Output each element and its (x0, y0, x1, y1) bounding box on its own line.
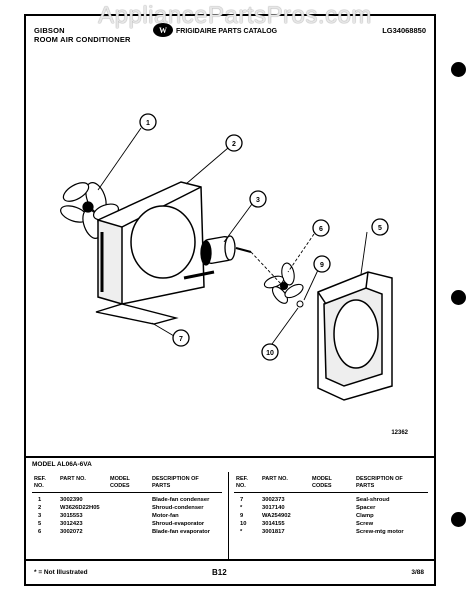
catalog-number: LG34068850 (382, 26, 426, 35)
svg-text:3: 3 (256, 197, 260, 204)
revision-date: 3/88 (411, 569, 424, 576)
model-line: MODEL AL06A-6VA (32, 461, 92, 468)
fan-motor-illustration (183, 235, 252, 280)
row-ref: 1 (38, 497, 42, 503)
brand-name: GIBSON (34, 26, 65, 35)
row-desc: Screw-mtg motor (356, 529, 404, 535)
col-header-ref: REF. NO. (34, 476, 46, 489)
row-ref: 9 (240, 513, 244, 519)
evaporator-fan-blade-illustration (263, 262, 304, 304)
row-part: 3002373 (262, 497, 285, 503)
row-part: 3017140 (262, 505, 285, 511)
col-header-desc: DESCRIPTION OF PARTS (152, 476, 199, 489)
row-part: 3014155 (262, 521, 285, 527)
svg-text:10: 10 (266, 350, 274, 357)
svg-text:7: 7 (179, 336, 183, 343)
row-ref: 3 (38, 513, 42, 519)
row-part: 3001817 (262, 529, 285, 535)
condenser-shroud-illustration (97, 181, 205, 305)
row-ref: 6 (38, 529, 42, 535)
evaporator-shroud-illustration (317, 271, 393, 401)
row-part: 3002072 (60, 529, 83, 535)
row-ref: 10 (240, 521, 247, 527)
row-part: 3015553 (60, 513, 83, 519)
column-divider (228, 472, 229, 560)
row-desc: Shroud-evaporator (152, 521, 205, 527)
row-part: WA254902 (262, 513, 291, 519)
parts-list-table: MODEL AL06A-6VA REF. NO. PART NO. MODEL … (26, 456, 434, 561)
col-header-part-right: PART NO. (262, 476, 288, 482)
callout-7: 7 (172, 329, 190, 347)
product-name: ROOM AIR CONDITIONER (34, 35, 131, 44)
binder-hole-top (451, 62, 466, 77)
header-rule-left (32, 492, 222, 493)
row-desc: Clamp (356, 513, 374, 519)
brand-logo-icon: W (153, 23, 173, 37)
callout-9: 9 (313, 255, 331, 273)
row-desc: Screw (356, 521, 374, 527)
row-desc: Spacer (356, 505, 376, 511)
callout-6: 6 (312, 219, 330, 237)
row-ref: 5 (38, 521, 42, 527)
binder-hole-bottom (451, 512, 466, 527)
header-rule-right (234, 492, 428, 493)
svg-text:W: W (159, 26, 167, 35)
binder-hole-middle (451, 290, 466, 305)
callout-2: 2 (225, 134, 243, 152)
seal-shroud-illustration (95, 303, 179, 325)
row-ref: * (240, 529, 243, 535)
svg-text:9: 9 (320, 262, 324, 269)
row-ref: * (240, 505, 243, 511)
page-number: B12 (212, 568, 227, 577)
svg-text:2: 2 (232, 141, 236, 148)
row-ref: 7 (240, 497, 244, 503)
callout-10: 10 (261, 343, 279, 361)
svg-text:5: 5 (378, 225, 382, 232)
header-brand-block: GIBSON ROOM AIR CONDITIONER (34, 26, 131, 44)
callout-5: 5 (371, 218, 389, 236)
exploded-parts-diagram: 1 2 3 6 5 9 10 7 (60, 113, 393, 401)
row-desc: Blade-fan evaporator (152, 529, 210, 535)
row-desc: Motor-fan (152, 513, 179, 519)
row-part: 3012423 (60, 521, 83, 527)
svg-text:6: 6 (319, 226, 323, 233)
col-header-part: PART NO. (60, 476, 86, 482)
col-header-desc-right: DESCRIPTION OF PARTS (356, 476, 403, 489)
row-part: 3002390 (60, 497, 83, 503)
row-part: W3626D22H05 (60, 505, 100, 511)
row-desc: Seal-shroud (356, 497, 390, 503)
svg-text:1: 1 (146, 120, 150, 127)
col-header-model-right: MODEL CODES (312, 476, 332, 489)
parts-catalog-page: GIBSON ROOM AIR CONDITIONER W FRIGIDAIRE… (24, 14, 436, 586)
col-header-ref-right: REF. NO. (236, 476, 248, 489)
clamp-illustration (296, 300, 304, 308)
catalog-title: FRIGIDAIRE PARTS CATALOG (176, 28, 278, 35)
callout-3: 3 (249, 190, 267, 208)
not-illustrated-note: * = Not Illustrated (34, 569, 88, 576)
diagram-code: 12362 (391, 430, 408, 436)
row-ref: 2 (38, 505, 42, 511)
row-desc: Blade-fan condenser (152, 497, 210, 503)
col-header-model: MODEL CODES (110, 476, 130, 489)
callout-1: 1 (139, 113, 157, 131)
row-desc: Shroud-condenser (152, 505, 204, 511)
